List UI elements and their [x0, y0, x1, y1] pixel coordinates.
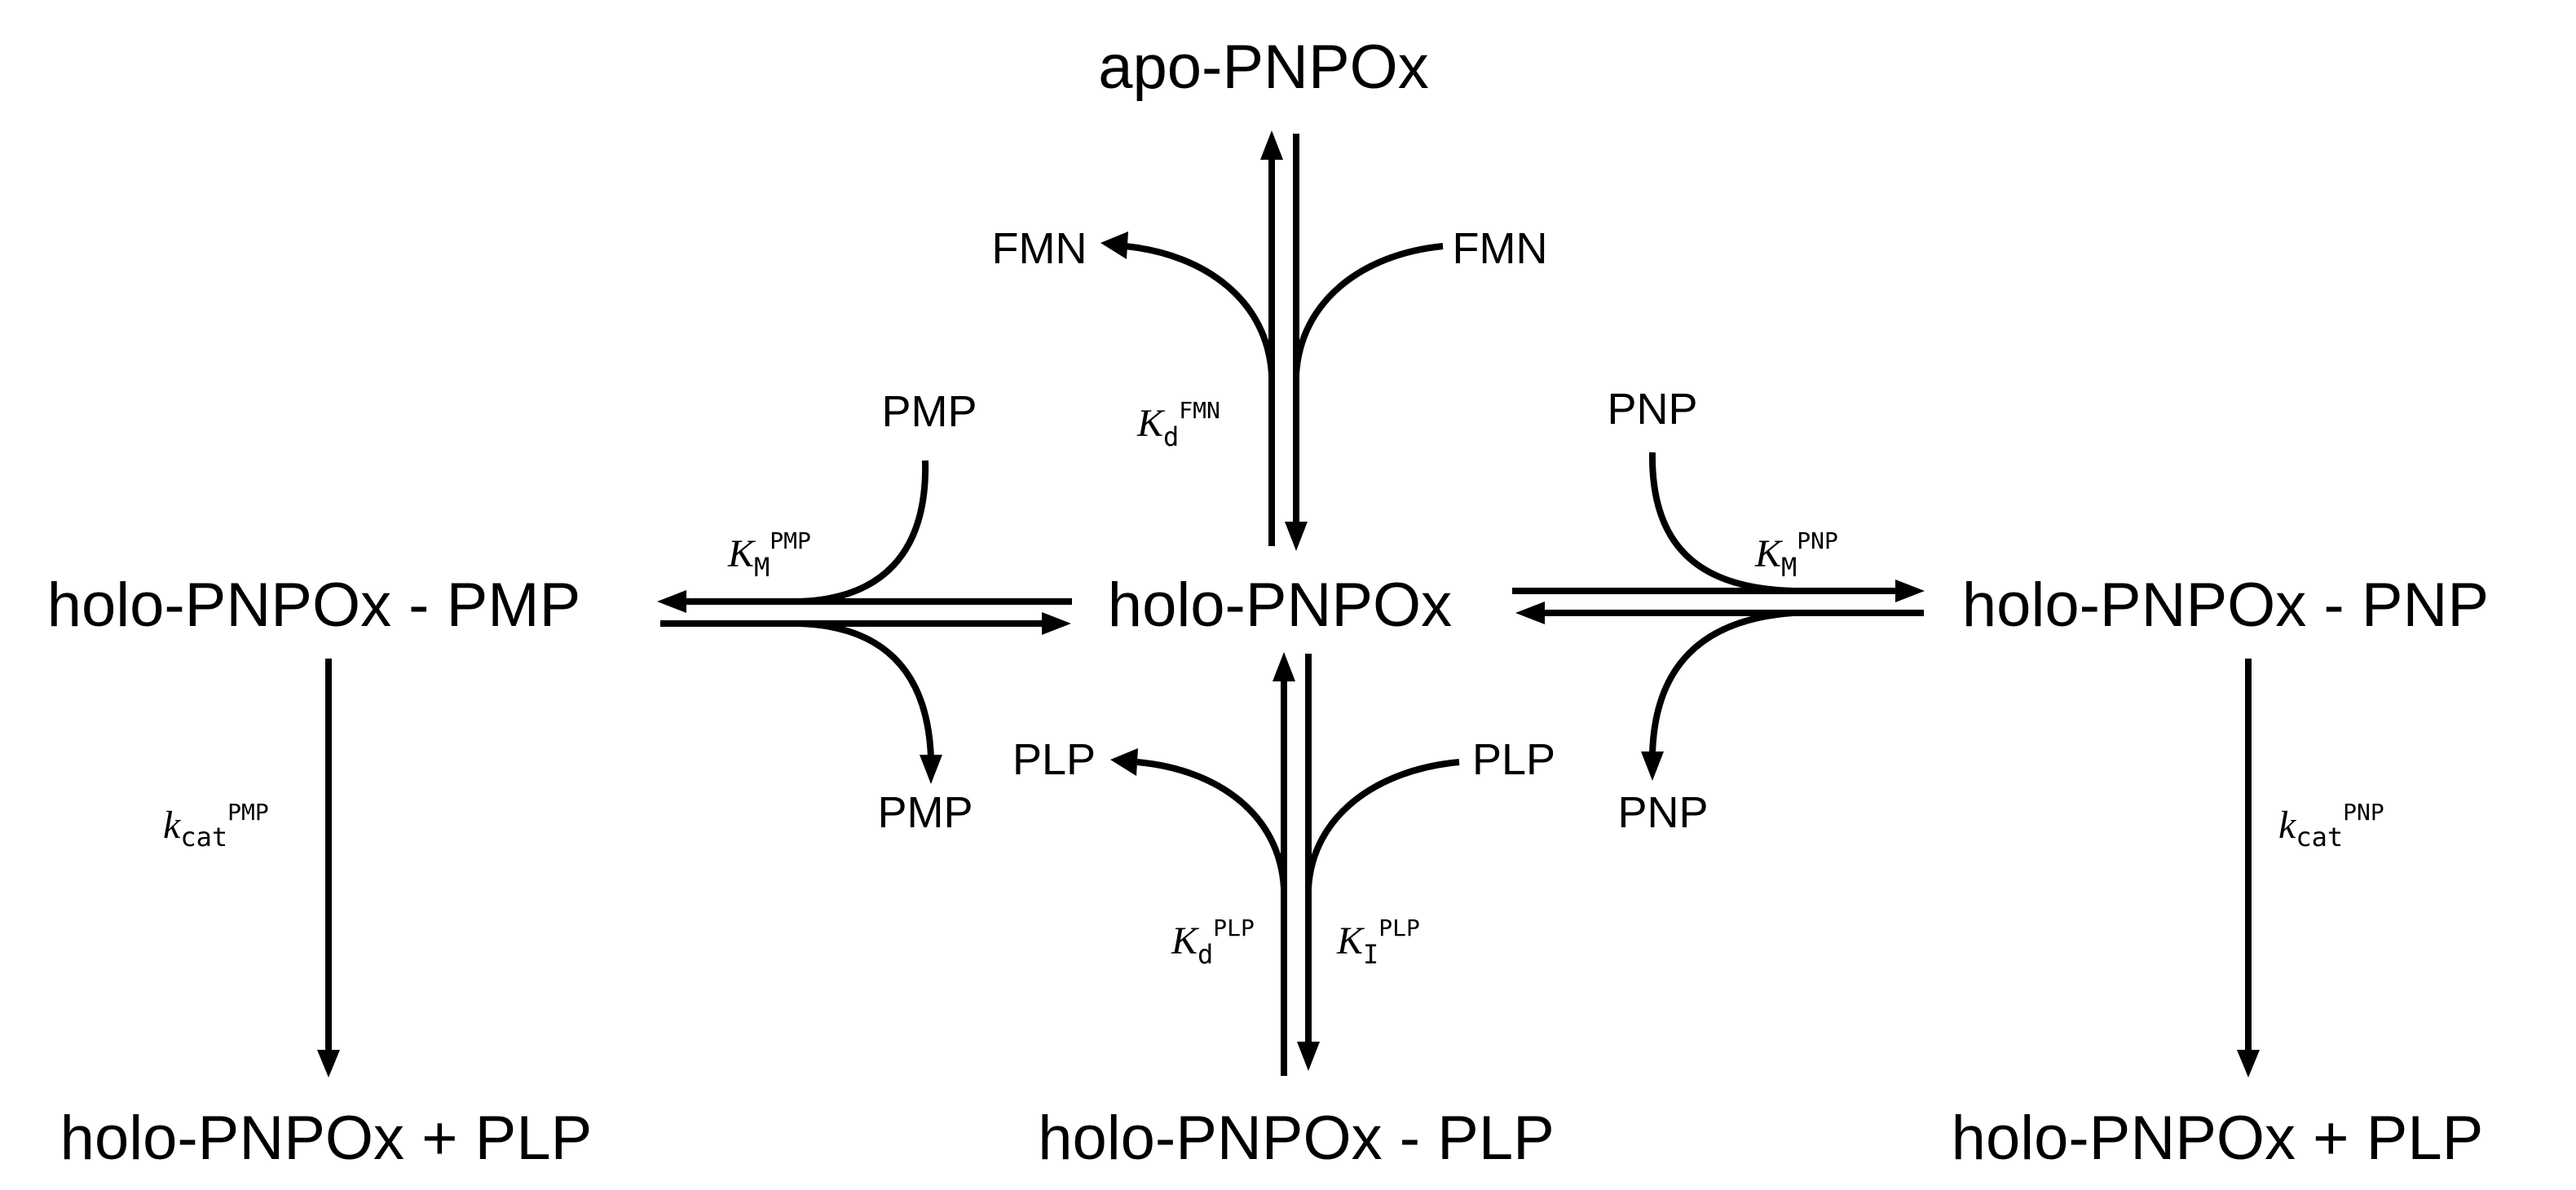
product-right-label: holo-PNPOx + PLP	[1952, 1104, 2484, 1173]
holo-pnpox-pnp-label: holo-PNPOx - PNP	[1962, 571, 2489, 640]
holo-pnpox-plp-label: holo-PNPOx - PLP	[1038, 1104, 1555, 1173]
plp-uptake-curve	[1305, 759, 1460, 889]
arrowhead-down-icon	[1641, 751, 1664, 781]
arrowhead-left-icon	[1101, 231, 1128, 259]
kd-fmn-label: KdFMN	[1136, 397, 1220, 452]
holo-pnpox-label: holo-PNPOx	[1108, 571, 1452, 640]
arrowhead-down-icon	[920, 755, 942, 784]
pmp-released-label: PMP	[877, 788, 973, 837]
fmn-released-label: FMN	[992, 224, 1087, 273]
arrowhead-down-icon	[1285, 522, 1308, 551]
fmn-bound-label: FMN	[1453, 224, 1548, 273]
plp-released-label: PLP	[1012, 735, 1096, 784]
arrowhead-down-icon	[1297, 1042, 1320, 1071]
arrowhead-right-icon	[1895, 580, 1925, 602]
pmp-binding-arrows	[657, 460, 1072, 784]
pmp-substrate-label: PMP	[881, 387, 977, 436]
km-pmp-label: KMPMP	[727, 527, 811, 583]
kcat-pnp-label: kcatPNP	[2278, 799, 2384, 853]
plp-binding-arrows	[1110, 652, 1460, 1076]
arrowhead-down-icon	[317, 1050, 340, 1078]
arrowhead-left-icon	[657, 590, 686, 613]
product-left-label: holo-PNPOx + PLP	[60, 1104, 593, 1173]
fmn-release-curve	[1124, 243, 1275, 376]
pnp-released-label: PNP	[1617, 788, 1708, 837]
arrowhead-up-icon	[1273, 652, 1295, 681]
arrowhead-up-icon	[1260, 130, 1283, 160]
arrowhead-left-icon	[1515, 602, 1545, 624]
fmn-uptake-curve	[1293, 243, 1444, 376]
fmn-binding-arrows	[1101, 130, 1444, 551]
plp-bound-label: PLP	[1472, 735, 1555, 784]
apo-pnpox-label: apo-PNPOx	[1098, 33, 1429, 102]
pmp-uptake-curve	[798, 460, 929, 605]
pnp-binding-arrows	[1512, 452, 1925, 781]
holo-pnpox-pmp-label: holo-PNPOx - PMP	[47, 571, 581, 640]
kcat-pmp-label: kcatPMP	[163, 799, 269, 853]
kd-plp-label: KdPLP	[1171, 915, 1255, 970]
arrowhead-right-icon	[1042, 612, 1071, 635]
pnp-uptake-curve	[1648, 452, 1794, 594]
arrowhead-down-icon	[2237, 1050, 2260, 1078]
pmp-release-curve	[798, 620, 934, 759]
catalysis-arrows	[317, 659, 2260, 1078]
arrowhead-left-icon	[1110, 748, 1138, 776]
ki-plp-label: KIPLP	[1336, 915, 1420, 970]
plp-release-curve	[1136, 759, 1287, 889]
km-pnp-label: KMPNP	[1754, 527, 1838, 583]
pnp-substrate-label: PNP	[1607, 385, 1697, 434]
pnp-release-curve	[1649, 610, 1794, 755]
